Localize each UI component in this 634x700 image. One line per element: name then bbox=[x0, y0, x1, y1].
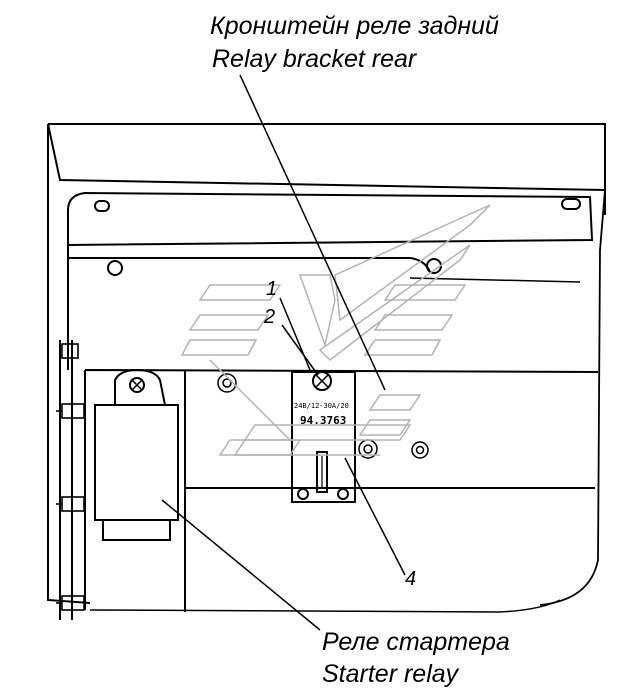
leader-4 bbox=[344, 457, 406, 576]
relay-plate bbox=[291, 371, 356, 503]
left-bracket bbox=[59, 340, 73, 620]
left-bolts bbox=[56, 343, 85, 611]
relay-plate-screw bbox=[312, 371, 332, 391]
relay-plate-hole-right bbox=[337, 488, 349, 500]
round-hole-left bbox=[107, 260, 123, 276]
relay-plate-line2: 94.3763 bbox=[300, 414, 347, 427]
starter-relay-body bbox=[94, 404, 179, 521]
washers bbox=[217, 373, 429, 459]
panel-right-edge bbox=[539, 189, 606, 606]
leader-2 bbox=[281, 324, 319, 376]
relay-plate-line1: 24В/12-30А/20 bbox=[294, 402, 349, 410]
relay-plate-hole-left bbox=[297, 488, 309, 500]
leader-1 bbox=[279, 297, 311, 371]
bracket-bottom bbox=[89, 599, 561, 613]
leader-starter bbox=[161, 499, 321, 631]
starter-label-ru: Реле стартера bbox=[322, 628, 510, 656]
inner-panel bbox=[67, 191, 594, 247]
lower-panel-edge bbox=[409, 277, 581, 283]
bracket-label-en: Relay bracket rear bbox=[212, 45, 417, 73]
starter-relay-mount bbox=[114, 368, 166, 406]
bracket-label-ru: Кронштейн реле задний bbox=[210, 12, 499, 40]
watermark-logo bbox=[180, 204, 491, 456]
starter-label-en: Starter relay bbox=[322, 660, 459, 688]
cab-panel-outline bbox=[47, 123, 606, 604]
starter-relay-lower bbox=[102, 520, 171, 541]
slot-hole-left bbox=[94, 200, 110, 212]
callout-1: 1 bbox=[266, 278, 278, 300]
panel-step bbox=[67, 245, 431, 370]
callout-4: 4 bbox=[405, 568, 417, 590]
relay-plate-slot bbox=[316, 451, 328, 493]
leader-bracket bbox=[239, 74, 386, 391]
starter-relay-screw bbox=[129, 377, 145, 393]
slot-hole-right bbox=[561, 198, 581, 210]
callout-2: 2 bbox=[264, 306, 276, 328]
